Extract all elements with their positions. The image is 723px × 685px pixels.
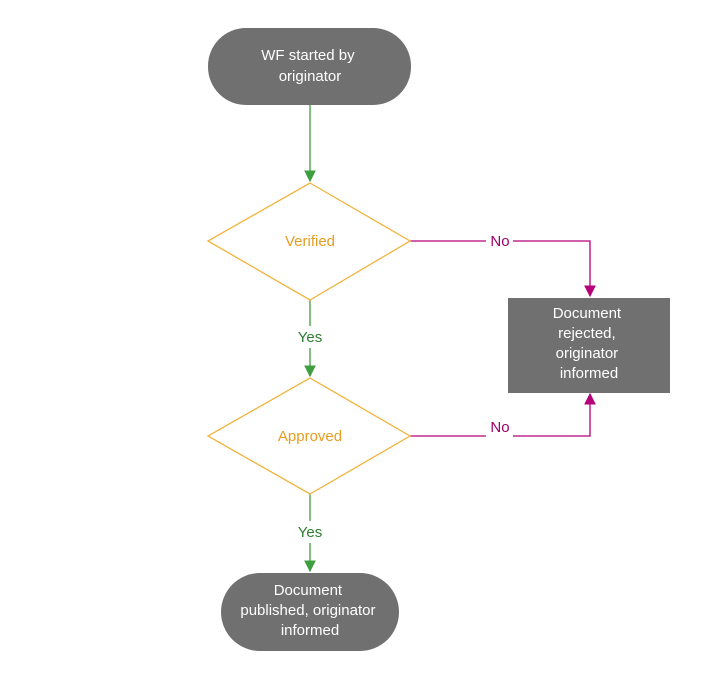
approved-decision	[206, 377, 412, 495]
verified-yes-label: Yes	[298, 329, 322, 346]
verified-no-label: No	[490, 233, 509, 250]
published-terminator	[221, 573, 399, 651]
published-terminator-label: Document published, originator informed	[240, 582, 379, 639]
approved-decision-label: Approved	[278, 428, 342, 445]
approved-yes-label: Yes	[298, 524, 322, 541]
start-terminator-label: WF started by originator	[261, 47, 359, 85]
verified-decision-label: Verified	[285, 233, 335, 250]
start-terminator	[208, 28, 411, 105]
connector-verified-no-right	[513, 240, 596, 298]
approved-no-label: No	[490, 419, 509, 436]
connector-approved-no-right	[513, 392, 596, 437]
rejected-process-box	[508, 298, 670, 393]
verified-decision	[206, 182, 412, 301]
rejected-process-label: Document rejected, originator informed	[553, 305, 626, 382]
